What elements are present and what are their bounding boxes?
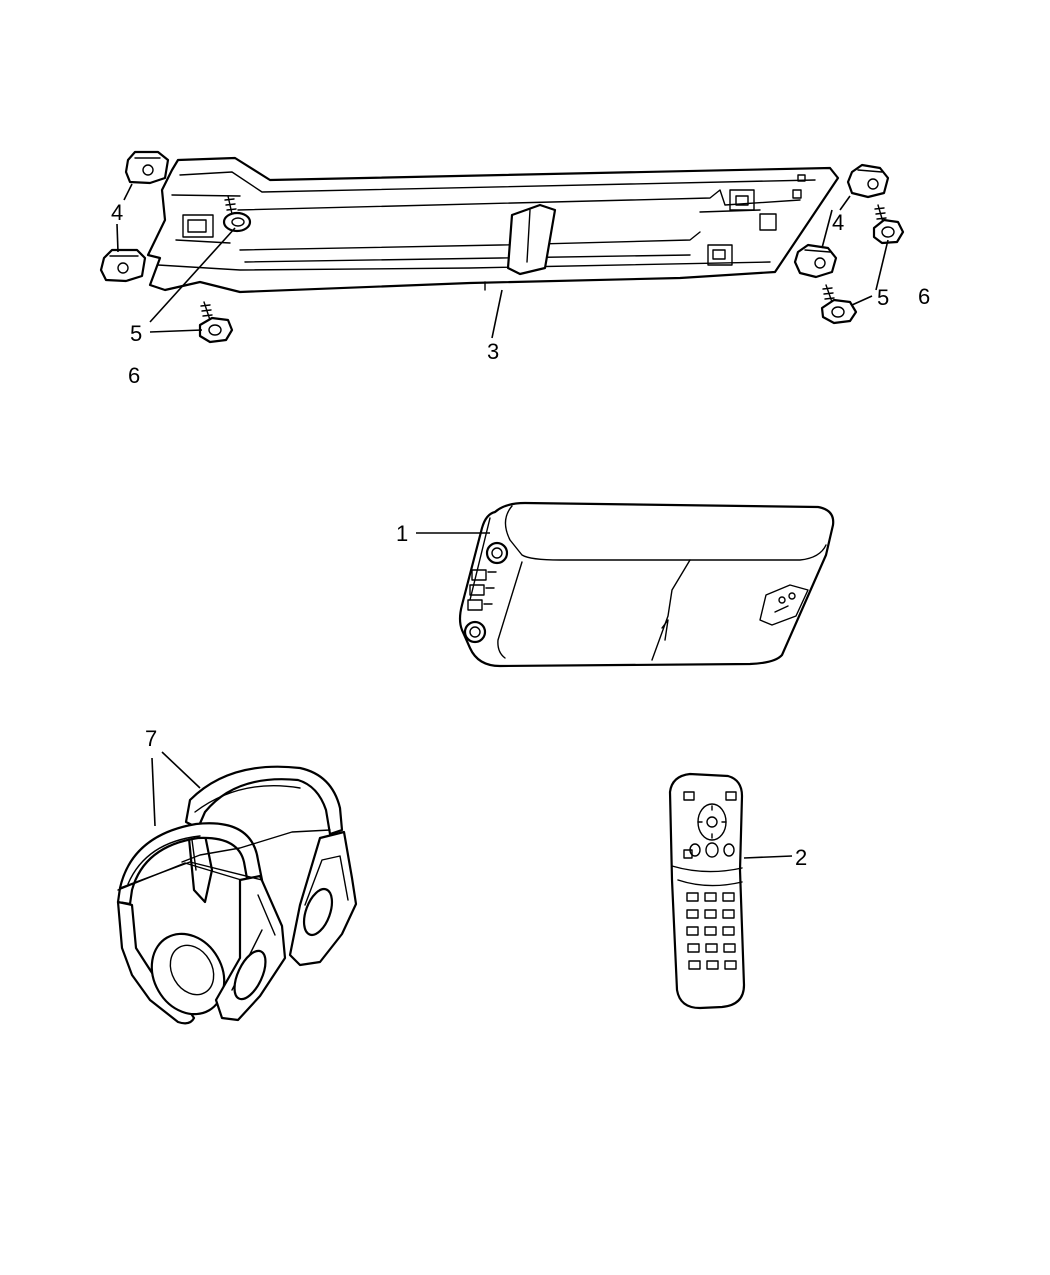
- clip-right-upper: [846, 163, 890, 199]
- callout-1: 1: [396, 521, 408, 546]
- leader-5-left-a: [149, 227, 236, 323]
- leader-5-left-b: [149, 329, 203, 333]
- leader-7-a: [151, 757, 156, 827]
- overhead-video-unit: [458, 501, 835, 668]
- callout-4-left: 4: [111, 200, 123, 225]
- callout-7: 7: [145, 726, 157, 751]
- callout-6-right: 6: [918, 284, 930, 309]
- callout-6-left: 6: [128, 363, 140, 388]
- leader-4-right-b: [821, 209, 833, 249]
- screw-left-upper: [222, 195, 252, 233]
- clip-left-lower: [99, 248, 147, 283]
- remote-control: [668, 772, 746, 1010]
- leader-5-right-b: [851, 295, 873, 306]
- leader-7-b: [161, 751, 201, 789]
- leader-5-right-a: [875, 239, 889, 291]
- clip-left-upper: [124, 150, 170, 185]
- mounting-bracket: [146, 156, 840, 294]
- callout-5-left: 5: [130, 321, 142, 346]
- headphones-front: [116, 822, 287, 1025]
- leader-4-left-b: [116, 223, 119, 253]
- leader-4-right-a: [839, 195, 851, 211]
- clip-right-lower: [793, 243, 838, 279]
- screw-right-lower: [820, 284, 858, 325]
- callout-3: 3: [487, 339, 499, 364]
- callout-5-right: 5: [877, 285, 889, 310]
- screw-left-lower: [198, 301, 234, 344]
- callout-2: 2: [795, 845, 807, 870]
- screw-right-upper: [872, 204, 905, 245]
- headphones-rear: [184, 765, 358, 967]
- callout-4-right: 4: [832, 210, 844, 235]
- leader-4-left-a: [123, 183, 133, 201]
- leader-2: [743, 855, 793, 859]
- remote-keypad: [686, 892, 737, 970]
- headphones-cord: [119, 829, 331, 889]
- leader-3: [491, 289, 503, 339]
